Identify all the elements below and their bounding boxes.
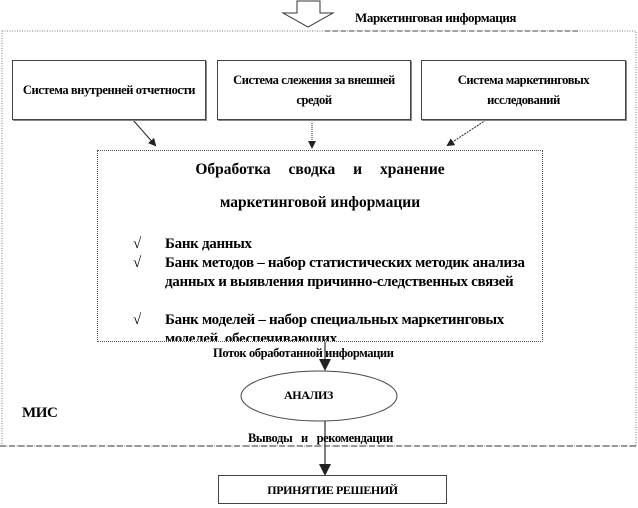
check-icon: √ xyxy=(133,312,141,328)
bullet-title: Банк моделей xyxy=(165,312,255,328)
processing-title-line1: Обработка сводка и хранение xyxy=(195,161,445,178)
check-icon: √ xyxy=(133,255,141,271)
source-environment-monitoring: Система слежения за внешней средой xyxy=(217,60,411,120)
arrow-research-to-processing xyxy=(446,119,487,147)
source-internal-reporting: Система внутренней отчетности xyxy=(12,60,206,120)
decision-box: ПРИНЯТИЕ РЕШЕНИЙ xyxy=(218,475,447,504)
processing-title-line2: маркетинговой информации xyxy=(219,194,421,211)
bullet-text: – набор специальных маркетинговых моделе… xyxy=(165,312,504,342)
analysis-ellipse xyxy=(240,370,398,422)
source-marketing-research: Система маркетинговых исследований xyxy=(421,60,626,120)
conclusions-label: Выводы и рекомендации xyxy=(248,431,393,445)
input-label: Маркетинговая информация xyxy=(355,10,517,25)
bullet-text: – набор статистических методик анализа д… xyxy=(165,255,525,290)
arrow-internal-to-processing xyxy=(132,119,157,147)
flow-label: Поток обработанной информации xyxy=(213,346,394,360)
analysis-label: АНАЛИЗ xyxy=(284,388,333,402)
input-arrow-icon xyxy=(281,0,335,28)
processing-box: Обработка сводка и хранение маркетингово… xyxy=(97,150,543,342)
check-icon: √ xyxy=(133,236,141,252)
bullet-title: Банк методов xyxy=(165,255,254,271)
mis-label: МИС xyxy=(22,405,58,421)
bullet-title: Банк данных xyxy=(165,236,252,252)
